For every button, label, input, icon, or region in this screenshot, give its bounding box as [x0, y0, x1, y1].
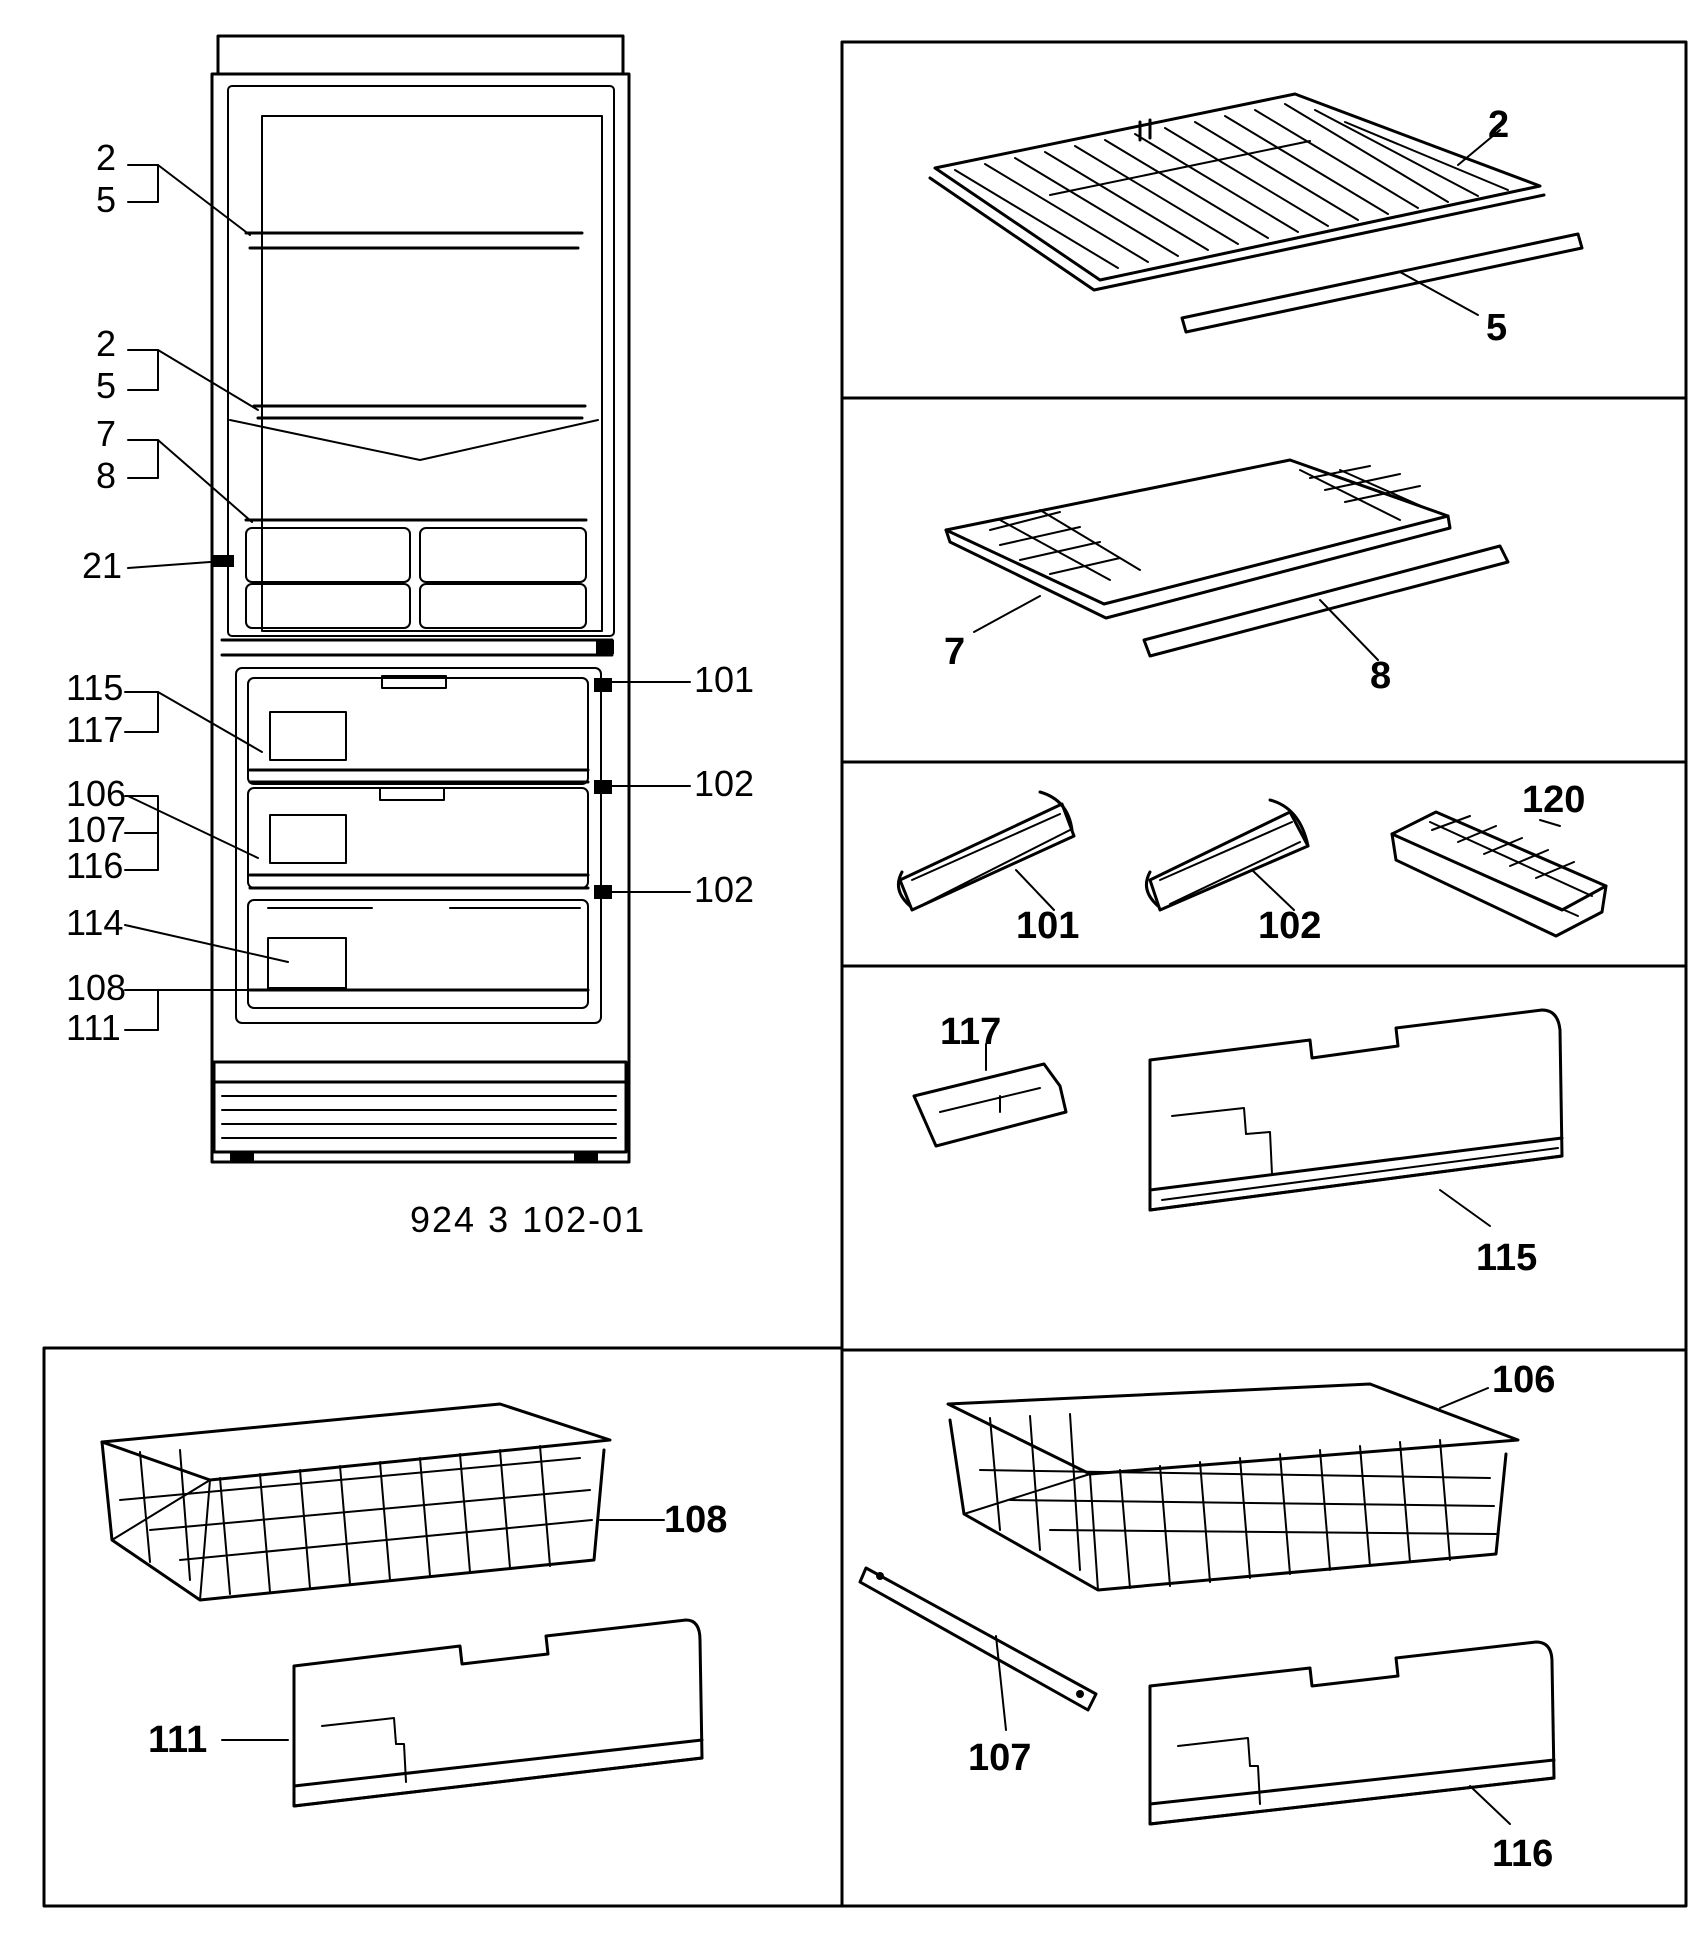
callout-106: 106 [66, 773, 126, 814]
wire-basket-icon [100, 1402, 612, 1602]
panel-label-111: 111 [148, 1719, 207, 1761]
panel-label-107: 107 [968, 1737, 1031, 1779]
panel-borders [42, 40, 1688, 1908]
fridge-label-leaders [124, 164, 691, 1031]
panel-label-101: 101 [1016, 905, 1079, 947]
leader-120 [1539, 819, 1561, 827]
callout-21: 21 [82, 545, 122, 586]
leader-102 [1251, 869, 1295, 911]
panel-label-102: 102 [1258, 905, 1321, 947]
leader-101 [1015, 869, 1055, 911]
drawing-code: 924 3 102-01 [410, 1199, 646, 1240]
panel-label-120: 120 [1522, 779, 1585, 821]
fridge-callouts: 2 5 2 5 7 8 21 115 117 106 107 116 114 1… [66, 137, 754, 1240]
leader-5 [1399, 271, 1479, 316]
panel-label-117: 117 [940, 1011, 1001, 1053]
slide-rail-icon [858, 1566, 1098, 1712]
leader-106 [1439, 1387, 1489, 1409]
wire-shelf-icon [928, 92, 1546, 292]
leader-2 [1457, 129, 1501, 166]
leader-115 [1439, 1189, 1491, 1227]
panel-label-2: 2 [1488, 104, 1509, 146]
ice-tray-icon [1390, 810, 1608, 938]
panel-label-106: 106 [1492, 1359, 1555, 1401]
slide-rail-icon [1142, 544, 1510, 658]
callout-114: 114 [66, 902, 123, 943]
panel-label-115: 115 [1476, 1237, 1537, 1279]
leader-8 [1319, 599, 1379, 661]
fridge-icon [210, 34, 631, 1164]
callout-108: 108 [66, 967, 126, 1008]
flap-icon [1148, 1008, 1564, 1212]
leader-116 [1469, 1785, 1511, 1825]
leader-7 [973, 595, 1041, 633]
callout-2-b: 2 [96, 323, 116, 364]
callout-117: 117 [66, 709, 123, 750]
callout-8: 8 [96, 455, 116, 496]
panel-label-116: 116 [1492, 1833, 1553, 1875]
flap-icon [292, 1618, 704, 1808]
callout-2-a: 2 [96, 137, 116, 178]
callout-115: 115 [66, 667, 123, 708]
callout-102-b: 102 [694, 869, 754, 910]
wire-basket-icon [946, 1382, 1520, 1592]
panel-label-7: 7 [944, 631, 965, 673]
hinge-icon [1144, 798, 1310, 912]
callout-5-b: 5 [96, 365, 116, 406]
callout-107: 107 [66, 809, 126, 850]
callout-116: 116 [66, 845, 123, 886]
panel-label-108: 108 [664, 1499, 727, 1541]
glass-shelf-icon [944, 458, 1452, 620]
hinge-icon [896, 790, 1076, 912]
callout-7: 7 [96, 413, 116, 454]
flap-icon [912, 1062, 1068, 1148]
panel-label-5: 5 [1486, 307, 1507, 349]
slide-rail-icon [1180, 232, 1584, 334]
leader-107 [995, 1635, 1007, 1731]
callout-102-a: 102 [694, 763, 754, 804]
flap-icon [1148, 1640, 1556, 1826]
panel-label-8: 8 [1370, 655, 1391, 697]
callout-111: 111 [66, 1007, 121, 1048]
callout-5-a: 5 [96, 179, 116, 220]
callout-101: 101 [694, 659, 754, 700]
